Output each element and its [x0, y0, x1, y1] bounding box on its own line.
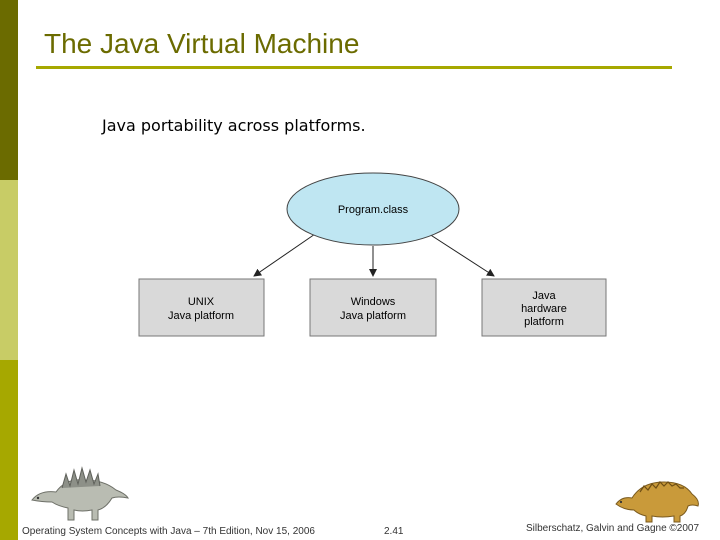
windows-label-line1: Windows [351, 296, 396, 308]
windows-label-line2: Java platform [340, 310, 406, 322]
footer-book-title: Operating System Concepts with Java – 7t… [22, 526, 315, 537]
hardware-label-line1: Java [532, 290, 556, 302]
unix-platform-box [138, 278, 265, 337]
hardware-platform-box [481, 278, 607, 337]
sidebar-segment-middle [0, 180, 18, 360]
arrow-to-hardware [425, 231, 495, 277]
hardware-label-line3: platform [524, 316, 564, 328]
program-class-node [286, 172, 460, 246]
title-underline [36, 66, 672, 69]
unix-label-line1: UNIX [188, 296, 215, 308]
footer-page-number: 2.41 [384, 526, 404, 537]
slide-title: The Java Virtual Machine [44, 28, 360, 59]
hardware-label-line2: hardware [521, 303, 567, 315]
slide-subtitle: Java portability across platforms. [102, 116, 366, 135]
sidebar-segment-top [0, 0, 18, 180]
windows-platform-box [309, 278, 437, 337]
footer-copyright: Silberschatz, Galvin and Gagne ©2007 [526, 523, 700, 534]
arrow-to-unix [253, 231, 319, 277]
program-class-label: Program.class [338, 204, 409, 216]
ankylosaurus-icon [615, 481, 699, 523]
sidebar-segment-bottom [0, 360, 18, 540]
sidebar-bar [0, 0, 18, 540]
unix-label-line2: Java platform [168, 310, 234, 322]
stegosaurus-icon [31, 466, 129, 521]
